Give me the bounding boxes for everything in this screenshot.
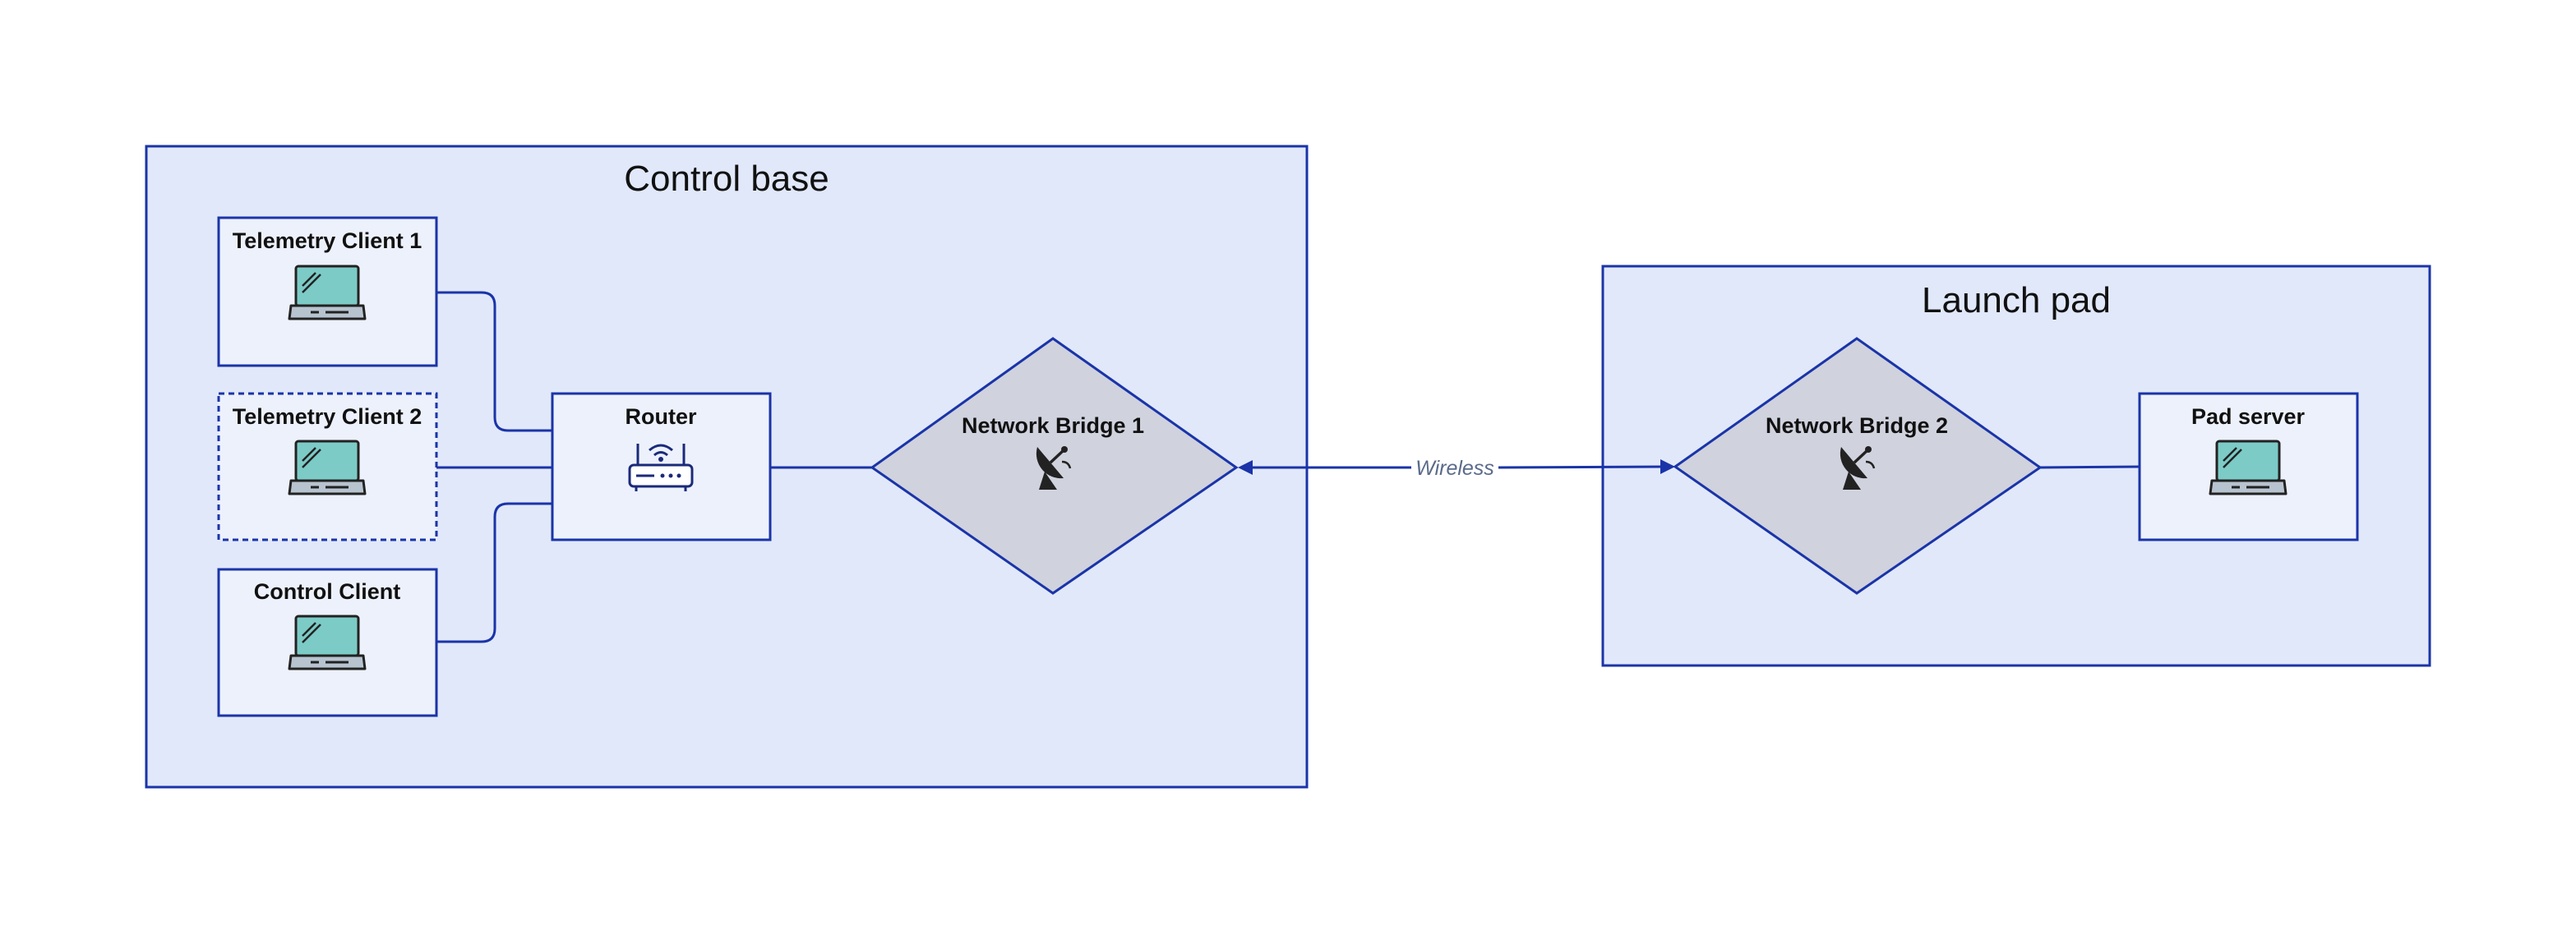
edge-telemetry1-router[interactable] bbox=[436, 291, 552, 432]
node-pad-server[interactable]: Pad server bbox=[2138, 392, 2359, 541]
edge-label-wireless: Wireless bbox=[1415, 457, 1494, 480]
node-title-telemetry-client-1: Telemetry Client 1 bbox=[233, 228, 422, 253]
edge-wireless-bridge1-bridge2[interactable] bbox=[1249, 465, 1666, 469]
group-title-control-base: Control base bbox=[624, 159, 829, 199]
edge-control-router[interactable] bbox=[436, 502, 552, 643]
node-title-router: Router bbox=[626, 404, 697, 429]
node-title-network-bridge-2: Network Bridge 2 bbox=[1766, 413, 1948, 438]
node-router[interactable]: Router bbox=[551, 392, 772, 541]
node-control-client[interactable]: Control Client bbox=[217, 568, 438, 717]
node-telemetry-client-2[interactable]: Telemetry Client 2 bbox=[217, 392, 438, 541]
node-title-telemetry-client-2: Telemetry Client 2 bbox=[233, 404, 422, 429]
laptop-icon bbox=[288, 615, 367, 670]
arrowhead-bridge1 bbox=[1238, 460, 1253, 475]
node-title-pad-server: Pad server bbox=[2191, 404, 2306, 429]
arrowhead-bridge2 bbox=[1660, 459, 1675, 474]
node-network-bridge-2[interactable]: Network Bridge 2 bbox=[1673, 337, 2043, 595]
group-title-launch-pad: Launch pad bbox=[1922, 280, 2111, 320]
edge-bridge2-padserver[interactable] bbox=[2039, 465, 2140, 469]
node-network-bridge-1[interactable]: Network Bridge 1 bbox=[870, 337, 1239, 595]
laptop-icon bbox=[2209, 440, 2287, 495]
laptop-icon bbox=[288, 440, 367, 495]
laptop-icon bbox=[288, 265, 367, 320]
node-title-control-client: Control Client bbox=[254, 579, 400, 604]
connectors bbox=[436, 291, 2140, 643]
node-telemetry-client-1[interactable]: Telemetry Client 1 bbox=[217, 216, 438, 367]
node-title-network-bridge-1: Network Bridge 1 bbox=[962, 413, 1144, 438]
